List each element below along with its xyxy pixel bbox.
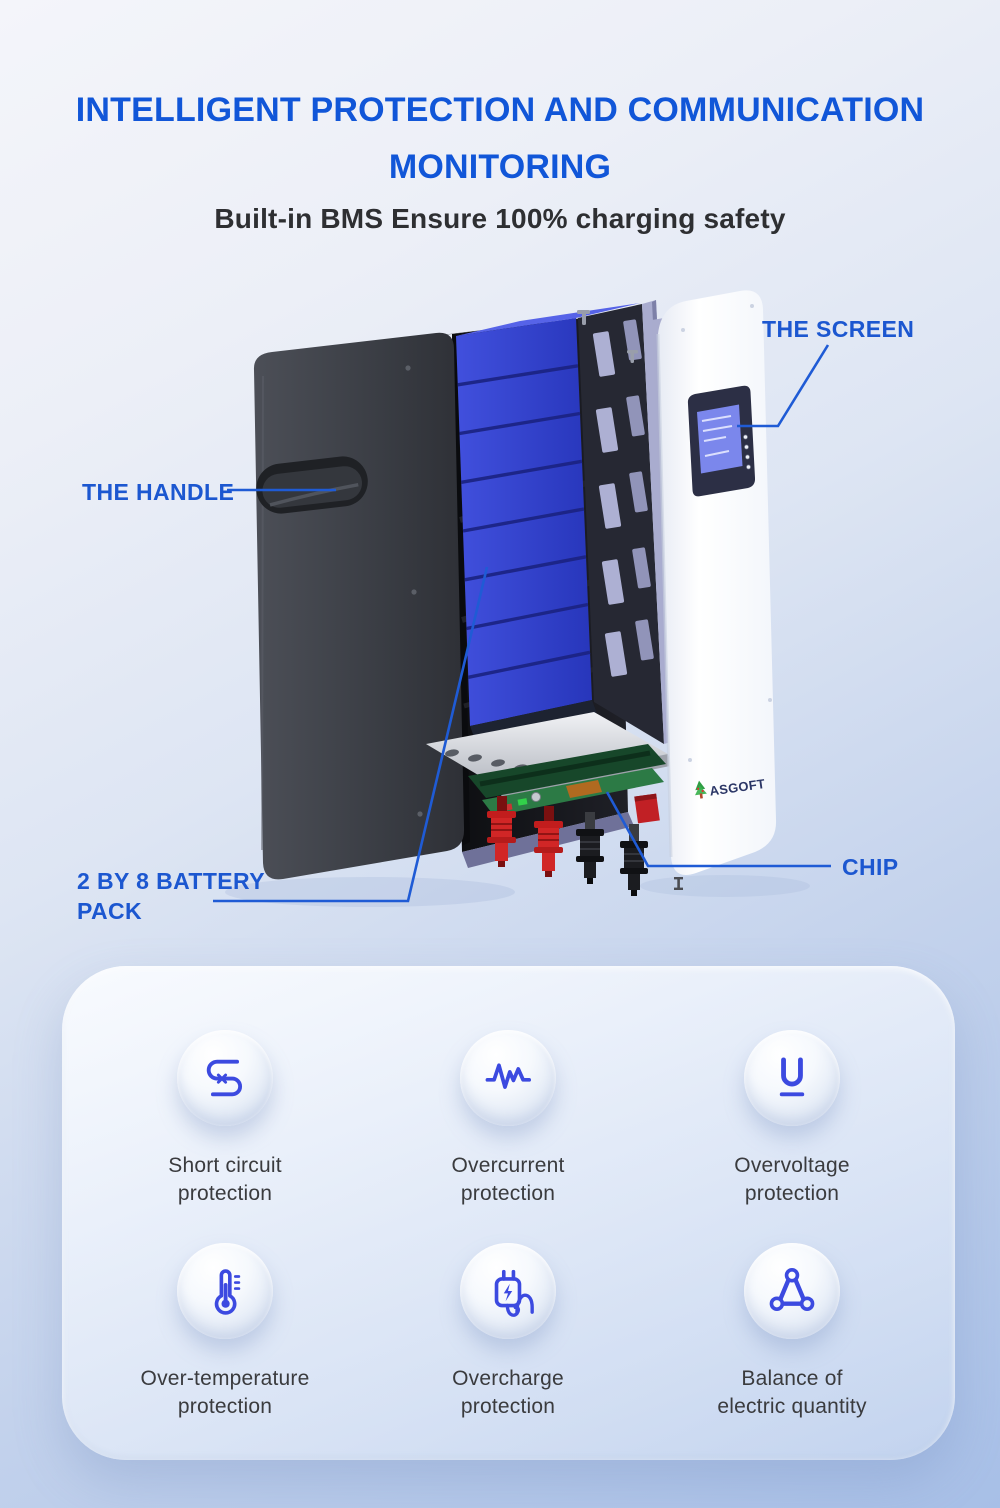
short-circuit-icon [177, 1030, 273, 1126]
black-terminal [576, 812, 604, 884]
bms-pcb [468, 744, 666, 816]
enclosure-shadow [225, 877, 515, 907]
over-temperature-icon [177, 1243, 273, 1339]
screw-icon [577, 310, 590, 325]
page-title: INTELLIGENT PROTECTION AND COMMUNICATION… [0, 82, 1000, 196]
red-port [634, 793, 660, 824]
title-line-2: MONITORING [388, 148, 612, 186]
title-line-1: INTELLIGENT PROTECTION AND COMMUNICATION [75, 91, 925, 129]
balance-icon [744, 1243, 840, 1339]
callout-lines [213, 344, 831, 903]
callout-handle: THE HANDLE [82, 479, 235, 505]
page-subtitle: Built-in BMS Ensure 100% charging safety [214, 203, 786, 234]
terminal-connectors [487, 796, 648, 896]
panel-shadow [640, 875, 810, 897]
black-terminal [620, 824, 648, 896]
handle-recess [256, 456, 368, 514]
front-panel: ASGOFT [656, 290, 777, 875]
screen [687, 385, 756, 497]
callout-screen: THE SCREEN [762, 316, 915, 342]
overvoltage-icon [744, 1030, 840, 1126]
pin-icon [674, 877, 683, 890]
screen-buttons [743, 434, 751, 470]
battery-leader-line [213, 566, 489, 903]
overcurrent-icon [460, 1030, 556, 1126]
screw-icon [627, 350, 638, 363]
red-terminal [487, 796, 516, 867]
chip-leader-line [605, 791, 831, 868]
callout-battery-pack: 2 BY 8 BATTERY PACK [77, 868, 265, 924]
screen-leader-line [737, 344, 830, 428]
overcharge-icon [460, 1243, 556, 1339]
callout-chip: CHIP [842, 854, 899, 880]
red-terminal [534, 806, 563, 877]
